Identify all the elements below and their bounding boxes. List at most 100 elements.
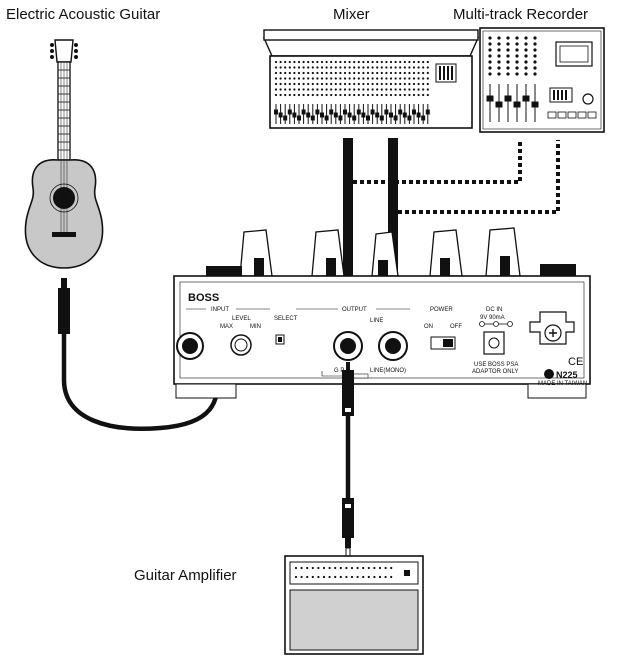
mixer-knob: [399, 82, 402, 86]
mixer-fader-cap: [398, 109, 403, 115]
recorder-knob: [488, 66, 492, 70]
mixer-fader-cap: [297, 115, 301, 121]
amplifier-label: Guitar Amplifier: [134, 567, 237, 584]
amp-control-dot: [356, 575, 359, 579]
recorder-knob: [506, 48, 510, 52]
mixer-knob: [325, 93, 328, 97]
mixer-knob: [325, 88, 328, 91]
mixer-knob: [353, 66, 356, 69]
mixer-icon: [262, 29, 480, 129]
recorder-knob: [488, 48, 492, 52]
mixer-fader-cap: [292, 112, 297, 118]
mixer-knob: [385, 93, 388, 97]
input-label: INPUT: [211, 307, 229, 313]
mixer-knob: [371, 82, 374, 86]
recorder-knob: [497, 42, 501, 46]
mixer-knob: [353, 60, 356, 64]
recorder-knob: [524, 72, 528, 76]
mixer-knob: [325, 66, 328, 69]
mixer-fader-cap: [402, 112, 407, 118]
mixer-knob: [376, 60, 379, 64]
mixer-knob: [371, 66, 374, 69]
mixer-knob: [279, 77, 282, 80]
mixer-knob: [339, 82, 342, 86]
mixer-knob: [417, 93, 420, 97]
mixer-fader-cap: [425, 109, 430, 115]
mixer-fader-cap: [352, 115, 357, 121]
amp-control-dot: [362, 575, 365, 579]
amp-control-dot: [367, 575, 370, 579]
mixer-knob: [353, 88, 356, 91]
mixer-knob: [376, 82, 379, 86]
recorder-fader-cap: [495, 101, 503, 108]
amp-control-dot: [328, 566, 331, 570]
mixer-knob: [426, 71, 429, 75]
mixer-knob: [357, 82, 360, 86]
mixer-knob: [389, 82, 393, 86]
mixer-knob: [316, 82, 319, 86]
mixer-knob: [297, 60, 301, 64]
recorder-knob: [497, 54, 501, 58]
mixer-knob: [348, 60, 351, 64]
select-label: SELECT: [274, 316, 298, 322]
mixer-knob: [274, 66, 278, 69]
recorder-knob: [524, 54, 528, 58]
mixer-fader-cap: [301, 109, 306, 115]
line-label: LINE: [370, 318, 383, 324]
mixer-knob: [279, 82, 282, 86]
amp-control-dot: [306, 575, 309, 579]
mixer-knob: [389, 66, 393, 69]
mixer-knob: [371, 88, 374, 91]
gp-label: G P: [334, 368, 344, 374]
mixer-knob: [357, 77, 360, 80]
recorder-fader-cap: [531, 101, 539, 108]
amp-control-dot: [294, 575, 298, 579]
mixer-knob: [417, 77, 420, 80]
mixer-knob: [394, 77, 397, 80]
mixer-knob: [376, 93, 379, 97]
mixer-knob: [274, 82, 278, 86]
mixer-knob: [343, 77, 347, 80]
mixer-knob: [380, 66, 383, 69]
recorder-knob: [533, 54, 537, 58]
mixer-knob: [353, 77, 356, 80]
mixer-knob: [389, 88, 393, 91]
mixer-knob: [399, 66, 402, 69]
mixer-knob: [403, 82, 406, 86]
mixer-fader-cap: [274, 109, 278, 115]
mixer-knob: [297, 66, 301, 69]
mixer-knob: [288, 88, 291, 91]
amp-control-dot: [334, 575, 337, 579]
recorder-knob: [524, 36, 528, 40]
mixer-knob: [403, 71, 406, 75]
mixer-knob: [288, 93, 291, 97]
mixer-knob: [325, 77, 328, 80]
mixer-knob: [302, 66, 305, 69]
amp-control-dot: [311, 575, 314, 579]
mixer-knob: [307, 60, 310, 64]
mixer-knob: [334, 66, 337, 69]
mixer-knob: [357, 93, 360, 97]
brand-logo: BOSS: [188, 292, 219, 304]
amp-control-dot: [311, 566, 314, 570]
ce-mark: CE: [568, 356, 583, 368]
mixer-knob: [422, 60, 425, 64]
mixer-knob: [311, 82, 314, 86]
mixer-knob: [371, 93, 374, 97]
amp-control-dot: [384, 566, 387, 570]
amp-control-dot: [384, 575, 387, 579]
mixer-knob: [412, 77, 416, 80]
amp-control-dot: [373, 566, 376, 570]
amp-control-dot: [390, 575, 393, 579]
mixer-knob: [412, 93, 416, 97]
mixer-knob: [284, 77, 287, 80]
guitar-icon: [24, 39, 104, 269]
mixer-knob: [279, 93, 282, 97]
recorder-knob: [506, 66, 510, 70]
mixer-knob: [417, 88, 420, 91]
recorder-knob: [506, 36, 510, 40]
mixer-knob: [274, 71, 278, 75]
mixer-knob: [394, 82, 397, 86]
output-label: OUTPUT: [342, 307, 367, 313]
